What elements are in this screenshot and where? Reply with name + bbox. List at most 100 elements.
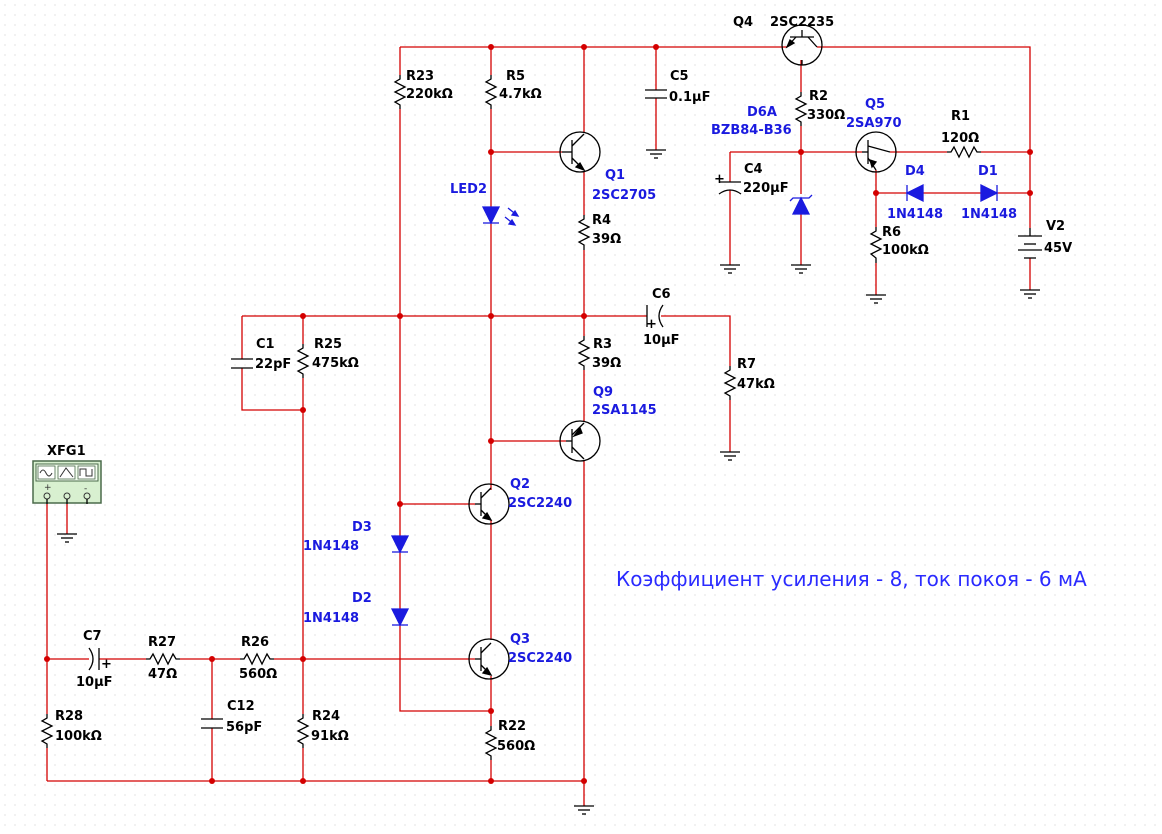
svg-text:+: +: [646, 317, 657, 332]
ref-d2: D2: [352, 591, 372, 606]
ref-r3: R3: [593, 337, 612, 352]
capacitor-c1[interactable]: [231, 358, 253, 369]
ref-c5: C5: [670, 69, 689, 84]
svg-text:-: -: [84, 484, 87, 494]
resistor-r3[interactable]: [577, 336, 591, 370]
resistor-r27[interactable]: [146, 652, 180, 666]
ground-symbols: [57, 149, 1040, 815]
capacitor-c5[interactable]: [645, 89, 667, 99]
resistor-r7[interactable]: [723, 366, 737, 400]
transistors[interactable]: [468, 24, 897, 680]
ref-r25: R25: [314, 337, 342, 352]
value-c12: 56pF: [226, 720, 262, 735]
ref-r22: R22: [498, 719, 526, 734]
value-q5: 2SA970: [846, 116, 902, 131]
transistor-q2[interactable]: [468, 483, 510, 525]
value-d2: 1N4148: [303, 611, 359, 626]
function-generator-xfg1[interactable]: + -: [32, 460, 102, 504]
ref-d6a: D6A: [747, 105, 777, 120]
resistor-r26[interactable]: [240, 652, 274, 666]
diode-d1[interactable]: [980, 183, 999, 203]
zener-d6a[interactable]: [789, 194, 813, 215]
value-d6a: BZB84-B36: [711, 123, 792, 138]
ref-c6: C6: [652, 287, 671, 302]
transistor-q3[interactable]: [468, 638, 510, 680]
value-r5: 4.7kΩ: [499, 87, 542, 102]
capacitor-c12[interactable]: [201, 718, 223, 729]
label-xfg1: XFG1: [47, 444, 86, 459]
resistor-r2[interactable]: [794, 92, 808, 126]
circuit-note: Коэффициент усиления - 8, ток покоя - 6 …: [616, 567, 1087, 591]
resistor-r1[interactable]: [947, 145, 981, 159]
capacitors[interactable]: + + +: [88, 89, 742, 729]
ref-led2: LED2: [450, 182, 487, 197]
ref-q4: Q4: [733, 15, 753, 30]
value-r6: 100kΩ: [882, 243, 929, 258]
ref-r6: R6: [882, 225, 901, 240]
value-r3: 39Ω: [592, 356, 621, 371]
square-wave-icon: [77, 465, 96, 480]
ref-r5: R5: [506, 69, 525, 84]
capacitor-c6[interactable]: +: [646, 304, 664, 332]
resistor-r25[interactable]: [296, 344, 310, 378]
wires: [46, 46, 1031, 806]
labels: XFG1 Q4 2SC2235 R23 220kΩ R5 4.7kΩ C5 0.…: [47, 15, 1087, 754]
value-q4: 2SC2235: [770, 15, 834, 30]
ref-r28: R28: [55, 709, 83, 724]
ground-icon: [574, 805, 594, 815]
diode-d2[interactable]: [390, 608, 410, 627]
transistor-q1[interactable]: [559, 131, 601, 173]
ref-q9: Q9: [593, 385, 613, 400]
value-v2: 45V: [1044, 241, 1072, 256]
resistor-r4[interactable]: [577, 215, 591, 250]
ref-r2: R2: [809, 89, 828, 104]
ref-q1: Q1: [605, 168, 625, 183]
resistors[interactable]: [40, 75, 981, 760]
value-r2: 330Ω: [807, 108, 845, 123]
triangle-wave-icon: [57, 465, 76, 480]
svg-text:+: +: [44, 483, 52, 493]
resistor-r5[interactable]: [484, 75, 498, 109]
ground-icon: [1020, 289, 1040, 299]
value-r1: 120Ω: [941, 131, 979, 146]
ref-c4: C4: [744, 162, 763, 177]
resistor-r22[interactable]: [484, 726, 498, 760]
ref-q2: Q2: [510, 477, 530, 492]
value-q2: 2SC2240: [508, 496, 572, 511]
ground-icon: [57, 533, 77, 543]
sine-wave-icon: [37, 465, 56, 480]
ground-icon: [720, 264, 740, 274]
ref-c1: C1: [256, 337, 275, 352]
ref-q5: Q5: [865, 97, 885, 112]
transistor-q9[interactable]: [559, 420, 601, 462]
svg-text:+: +: [101, 657, 112, 672]
ground-icon: [791, 264, 811, 274]
ref-r26: R26: [241, 635, 269, 650]
resistor-r6[interactable]: [869, 227, 883, 263]
svg-text:+: +: [714, 172, 725, 187]
capacitor-c4[interactable]: +: [714, 172, 742, 195]
ground-icon: [646, 149, 666, 159]
diode-d3[interactable]: [390, 535, 410, 554]
ref-r4: R4: [592, 213, 611, 228]
value-r26: 560Ω: [239, 667, 277, 682]
ground-icon: [866, 294, 886, 304]
led-led2[interactable]: [481, 206, 520, 226]
ground-icon: [720, 451, 740, 461]
value-c6: 10µF: [643, 333, 680, 348]
ref-r27: R27: [148, 635, 176, 650]
value-d3: 1N4148: [303, 539, 359, 554]
battery-v2[interactable]: [1018, 228, 1042, 259]
value-c5: 0.1µF: [669, 90, 710, 105]
transistor-q4[interactable]: [781, 24, 823, 66]
resistor-r28[interactable]: [40, 714, 54, 748]
resistor-r24[interactable]: [296, 714, 310, 748]
transistor-q5[interactable]: [855, 131, 897, 173]
diodes[interactable]: [390, 183, 999, 627]
ref-c12: C12: [227, 699, 255, 714]
diode-d4[interactable]: [905, 183, 924, 203]
capacitor-c7[interactable]: +: [88, 647, 112, 672]
resistor-r23[interactable]: [393, 75, 407, 109]
